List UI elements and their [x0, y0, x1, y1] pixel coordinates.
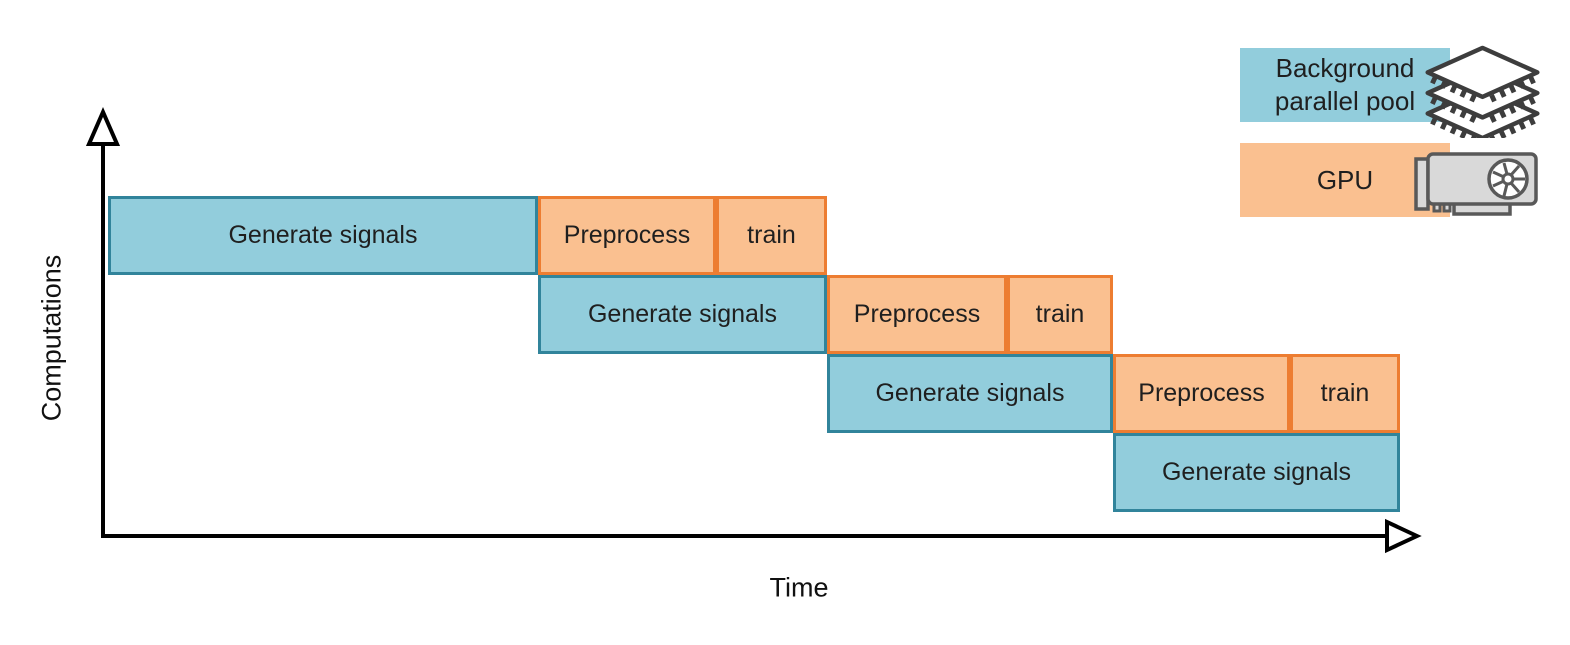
task-generate-signals: Generate signals: [108, 196, 538, 275]
legend-gpu-label: GPU: [1316, 164, 1374, 195]
chip-stack-icon: [1425, 45, 1540, 138]
task-preprocess: Preprocess: [1113, 354, 1290, 433]
task-preprocess: Preprocess: [827, 275, 1007, 354]
task-train: train: [1007, 275, 1113, 354]
task-train: train: [1290, 354, 1400, 433]
y-axis-arrowhead-icon: [85, 107, 121, 146]
x-axis-arrowhead-icon: [1385, 518, 1422, 554]
x-axis-label: Time: [769, 572, 829, 603]
task-generate-signals: Generate signals: [538, 275, 827, 354]
legend-pool-label-line2: parallel pool: [1274, 86, 1416, 116]
task-preprocess: Preprocess: [538, 196, 716, 275]
y-axis-label: Computations: [36, 254, 67, 422]
legend-pool-label-line1: Background: [1275, 53, 1415, 83]
task-generate-signals: Generate signals: [827, 354, 1113, 433]
task-generate-signals: Generate signals: [1113, 433, 1400, 512]
task-train: train: [716, 196, 827, 275]
legend-pool: Background parallel pool: [1240, 48, 1450, 122]
gpu-card-icon: [1414, 152, 1538, 216]
